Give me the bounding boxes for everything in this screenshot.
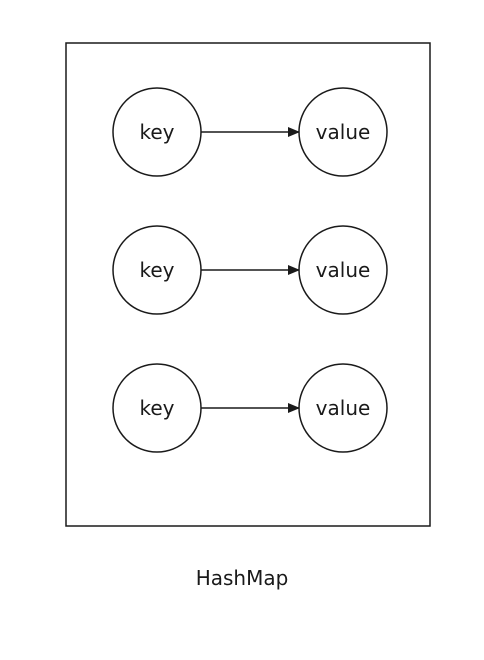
value-label: value [316,258,371,282]
entry-1: key value [112,87,388,177]
entry-2: key value [112,225,388,315]
key-label: key [139,120,174,144]
value-node [298,363,388,453]
value-node [298,87,388,177]
value-label: value [316,396,371,420]
key-label: key [139,258,174,282]
hashmap-container [65,42,431,527]
entry-3: key value [112,363,388,453]
value-label: value [316,120,371,144]
diagram-caption: HashMap [195,566,289,590]
key-label: key [139,396,174,420]
value-node [298,225,388,315]
